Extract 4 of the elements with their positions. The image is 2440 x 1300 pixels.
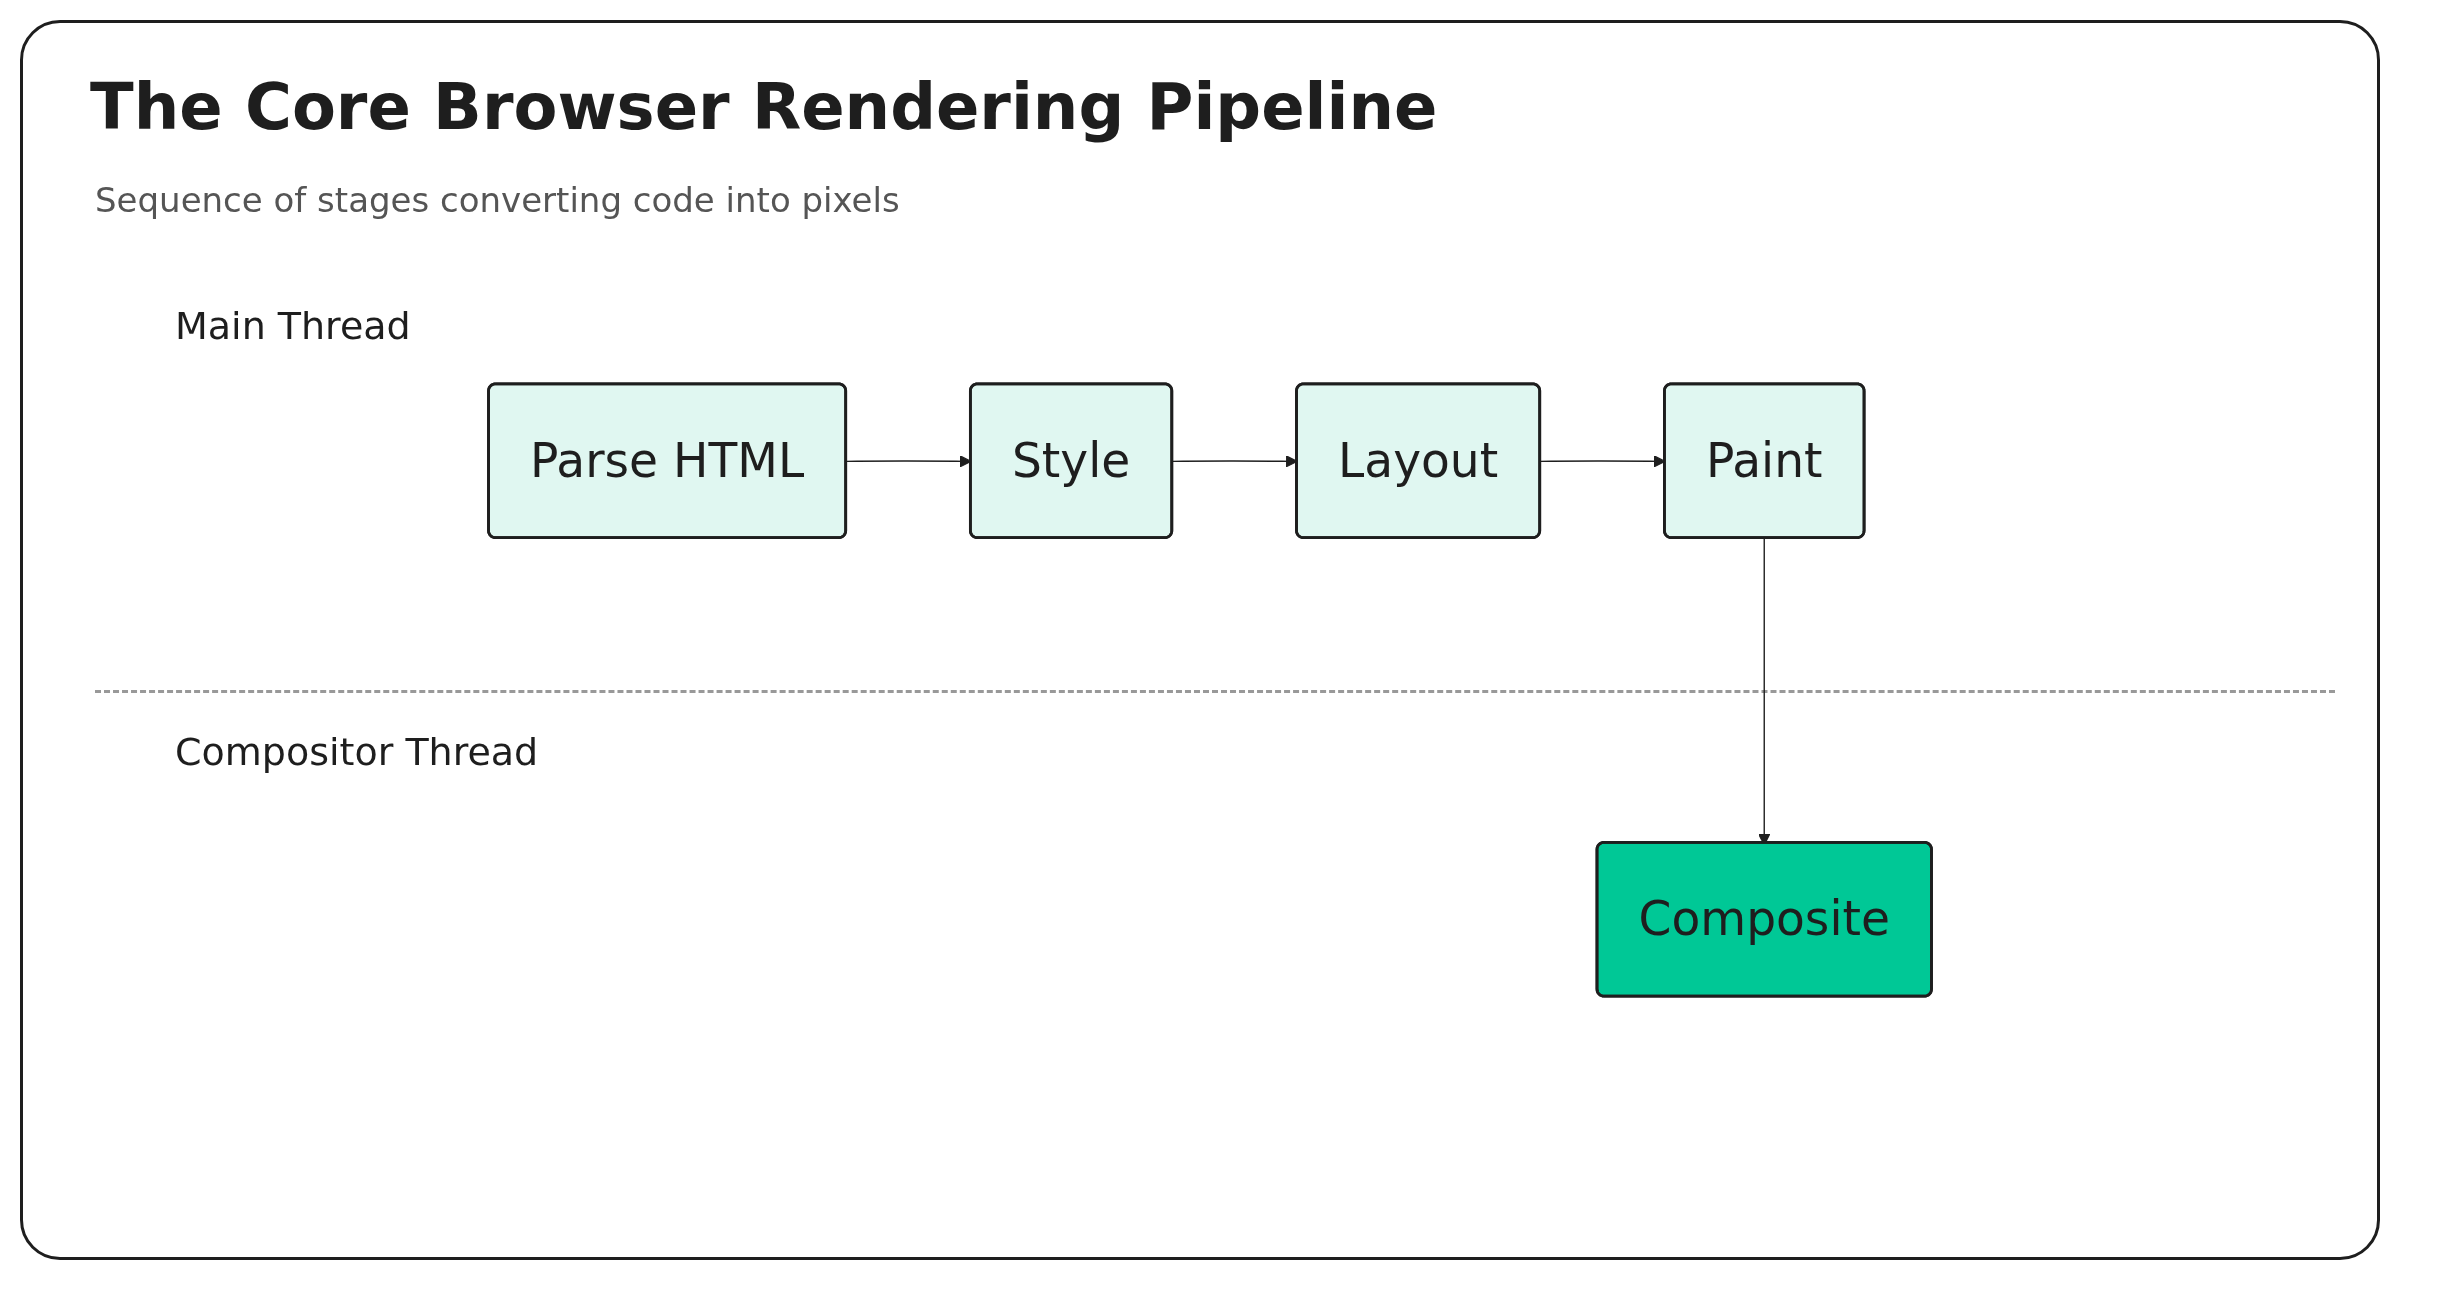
lane-label: Main Thread — [175, 303, 411, 348]
lane-label: Compositor Thread — [175, 730, 539, 774]
subtitle: Sequence of stages converting code into pixels — [95, 180, 900, 220]
diagram-title: The Core Browser Rendering Pipeline — [90, 70, 1438, 144]
